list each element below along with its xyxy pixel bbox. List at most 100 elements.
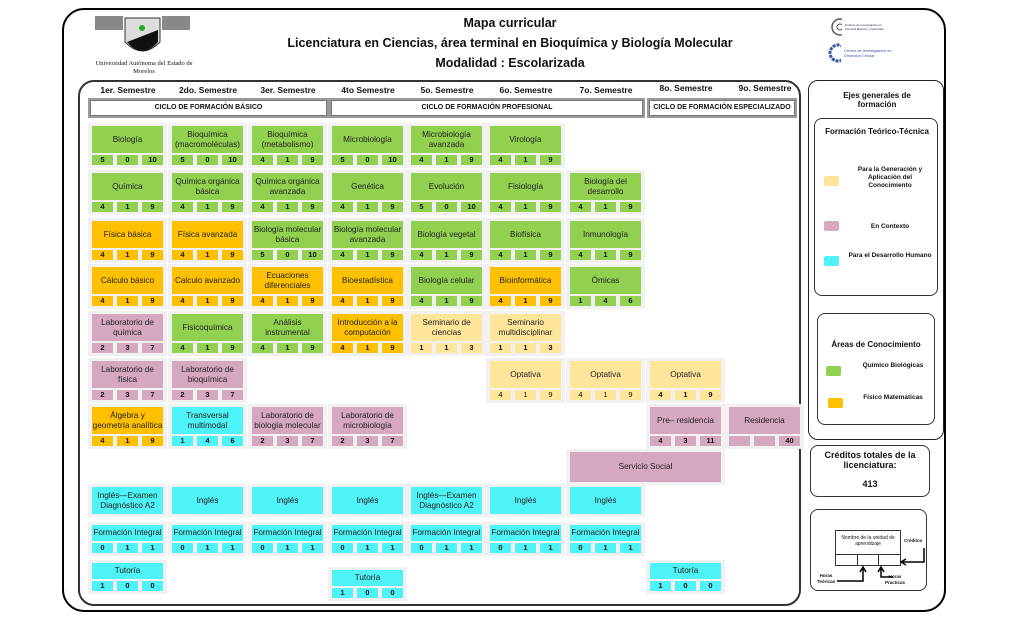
- course-cell[interactable]: Servicio Social: [566, 449, 725, 485]
- credits: 9: [382, 343, 403, 353]
- course-name: Fisicoquímica: [172, 314, 243, 341]
- course-cell[interactable]: Inglés—Examen Diagnóstico A2: [407, 484, 486, 517]
- credits: 9: [222, 343, 243, 353]
- practice-hours: 1: [357, 296, 378, 306]
- practice-hours: 1: [277, 343, 298, 353]
- practice-hours: 1: [436, 155, 457, 165]
- course-cell[interactable]: Inglés: [486, 484, 565, 517]
- curriculum-grid: [78, 80, 801, 606]
- course-name: Física básica: [92, 221, 163, 248]
- key-unit-label: Nombre de la unidad de aprendizaje: [836, 531, 900, 555]
- practice-hours: 0: [675, 581, 696, 591]
- theory-hours: 0: [332, 543, 353, 553]
- credits: 9: [142, 436, 163, 446]
- course-name: Inmunología: [570, 221, 641, 248]
- theory-hours: 4: [252, 155, 273, 165]
- course-cell[interactable]: Inglés—Examen Diagnóstico A2: [88, 484, 167, 517]
- theory-hours: 1: [332, 588, 353, 598]
- institute-name: Instituto de Investigación en Ciencias B…: [844, 23, 884, 31]
- theory-hours: 2: [332, 436, 353, 446]
- theory-hours: 1: [411, 343, 432, 353]
- course-name: Formación Integral: [332, 525, 403, 541]
- cycle-basic: CICLO DE FORMACIÓN BÁSICO: [88, 98, 329, 118]
- course-cell[interactable]: Inglés: [248, 484, 327, 517]
- practice-hours: 1: [595, 202, 616, 212]
- course-name: Biología vegetal: [411, 221, 482, 248]
- credits: 9: [620, 390, 641, 400]
- course-cell[interactable]: Inglés: [566, 484, 645, 517]
- course-name: Formación Integral: [570, 525, 641, 541]
- practice-hours: 4: [595, 296, 616, 306]
- semester-header: 6o. Semestre: [499, 85, 553, 95]
- course-name: Genética: [332, 173, 403, 200]
- practice-hours: 1: [595, 543, 616, 553]
- course-name: Bioquímica (macromoléculas): [172, 126, 243, 153]
- practice-hours: 1: [515, 296, 536, 306]
- course-cell[interactable]: Inglés: [328, 484, 407, 517]
- course-cell[interactable]: Inglés: [168, 484, 247, 517]
- practice-hours: 3: [675, 436, 696, 446]
- total-credits-value: 413: [862, 479, 878, 489]
- theory-hours: 4: [332, 250, 353, 260]
- theory-hours: 4: [92, 436, 113, 446]
